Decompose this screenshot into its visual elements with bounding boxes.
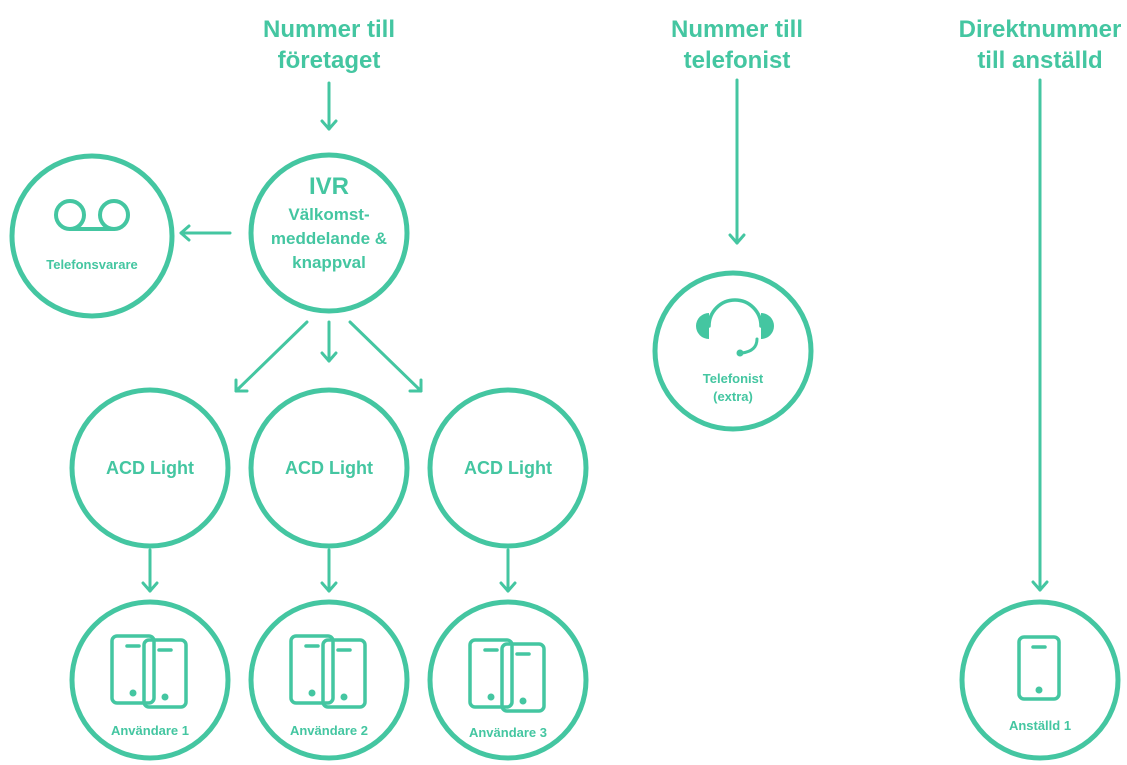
voicemail-label: Telefonsvarare	[46, 257, 138, 272]
ivr-line3: knappval	[292, 253, 366, 272]
phones-icon	[110, 634, 188, 709]
voicemail-icon	[54, 199, 130, 231]
direct-number-heading-line1: Direktnummer	[959, 16, 1122, 43]
arrow-ivr-to-acd-2	[320, 320, 338, 363]
ivr-title: IVR	[309, 173, 349, 200]
user-node-1: Användare 1	[69, 599, 231, 761]
phones-icon	[468, 638, 546, 713]
employee-node: Anställd 1	[959, 599, 1121, 761]
operator-number-heading-line2: telefonist	[684, 47, 791, 74]
headset-icon	[696, 298, 774, 357]
arrow-ivr-to-acd-1	[234, 320, 309, 393]
acd-node-3: ACD Light	[427, 387, 589, 549]
acd-node-2: ACD Light	[248, 387, 410, 549]
user-label-3: Användare 3	[469, 725, 547, 740]
arrow-operator-number-to-operator	[728, 78, 746, 245]
operator-label-line1: Telefonist	[703, 371, 764, 386]
ivr-node: IVR Välkomst- meddelande & knappval	[248, 152, 410, 314]
arrow-acd-3-to-user-3	[499, 548, 517, 593]
direct-number-heading-line2: till anställd	[977, 47, 1102, 74]
employee-label: Anställd 1	[1009, 718, 1071, 733]
ivr-line2: meddelande &	[271, 229, 387, 248]
arrow-acd-2-to-user-2	[320, 548, 338, 593]
arrow-acd-1-to-user-1	[141, 548, 159, 593]
ivr-line1: Välkomst-	[288, 205, 369, 224]
arrow-ivr-to-voicemail	[179, 224, 232, 242]
acd-label-1: ACD Light	[106, 458, 194, 478]
acd-label-3: ACD Light	[464, 458, 552, 478]
acd-label-2: ACD Light	[285, 458, 373, 478]
user-node-3: Användare 3	[427, 599, 589, 761]
company-number-heading-line2: företaget	[278, 47, 381, 74]
phones-icon	[289, 634, 367, 709]
operator-number-heading-line1: Nummer till	[671, 16, 803, 43]
acd-node-1: ACD Light	[69, 387, 231, 549]
user-node-2: Användare 2	[248, 599, 410, 761]
user-label-2: Användare 2	[290, 723, 368, 738]
operator-label-line2: (extra)	[713, 389, 753, 404]
voicemail-node: Telefonsvarare	[9, 153, 175, 319]
company-number-heading-line1: Nummer till	[263, 16, 395, 43]
arrow-ivr-to-acd-3	[348, 320, 423, 393]
operator-node: Telefonist (extra)	[652, 270, 814, 432]
phone-icon	[1017, 635, 1061, 701]
arrow-direct-number-to-employee	[1031, 78, 1049, 592]
arrow-company-to-ivr	[320, 81, 338, 131]
user-label-1: Användare 1	[111, 723, 189, 738]
